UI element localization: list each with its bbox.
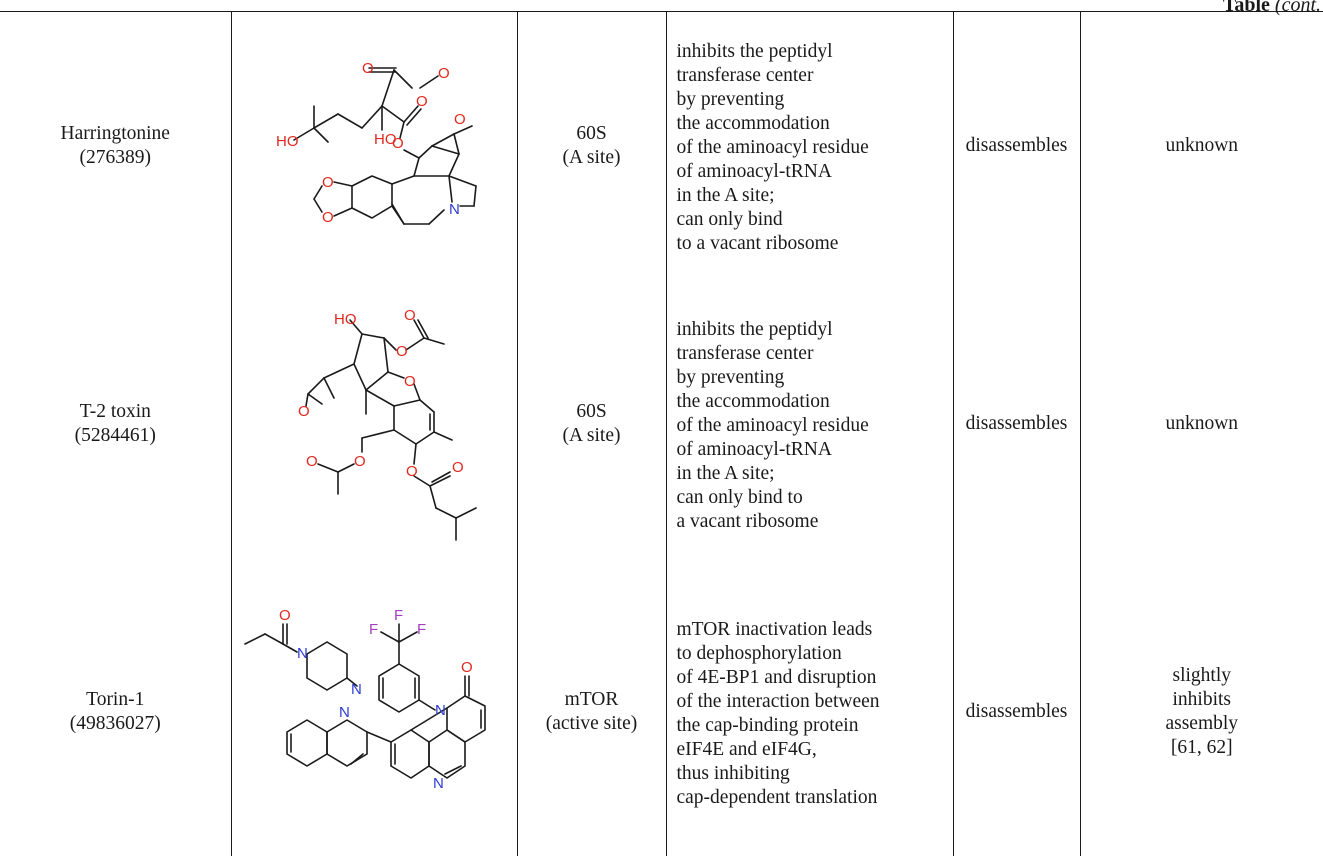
svg-text:HO: HO xyxy=(374,131,397,148)
svg-text:N: N xyxy=(339,704,350,721)
svg-text:O: O xyxy=(461,659,473,676)
torin1-structure-icon: O N N F F F O N N N xyxy=(244,607,486,792)
table-top-rule xyxy=(0,11,1323,12)
svg-text:F: F xyxy=(369,621,378,638)
table-row: T-2 toxin (5284461) xyxy=(0,280,1323,568)
svg-text:N: N xyxy=(433,775,444,792)
svg-text:HO: HO xyxy=(276,133,299,150)
assembly-effect-cell: unknown xyxy=(1079,280,1323,568)
svg-text:O: O xyxy=(322,209,334,226)
target-cell: 60S (A site) xyxy=(516,280,666,568)
structure-cell: O O HO HO O O O N O O xyxy=(230,12,517,280)
effect-cell: disassembles xyxy=(952,568,1080,856)
svg-text:N: N xyxy=(351,681,362,698)
svg-text:O: O xyxy=(406,463,418,480)
assembly-effect-cell: unknown xyxy=(1079,12,1323,280)
svg-text:N: N xyxy=(435,702,446,719)
svg-text:O: O xyxy=(322,174,334,191)
svg-text:O: O xyxy=(404,307,416,324)
svg-text:O: O xyxy=(396,343,408,360)
svg-text:F: F xyxy=(417,621,426,638)
svg-text:O: O xyxy=(306,453,318,470)
compound-name-cell: Torin-1 (49836027) xyxy=(69,689,161,734)
effect-cell: disassembles xyxy=(952,12,1080,280)
svg-text:O: O xyxy=(416,93,428,110)
svg-text:O: O xyxy=(404,373,416,390)
svg-text:N: N xyxy=(449,201,460,218)
svg-text:O: O xyxy=(452,459,464,476)
target-cell: 60S (A site) xyxy=(516,12,666,280)
svg-text:O: O xyxy=(354,453,366,470)
compound-name-cell: T-2 toxin (5284461) xyxy=(74,401,156,446)
compound-name-cell: Harringtonine (276389) xyxy=(60,123,170,168)
structure-cell: HO O O O O O O O O xyxy=(230,280,517,568)
assembly-effect-cell: slightly inhibits assembly [61, 62] xyxy=(1079,568,1323,856)
svg-text:O: O xyxy=(298,403,310,420)
structure-cell: O N N F F F O N N N xyxy=(230,568,517,856)
table-row: Torin-1 (49836027) xyxy=(0,568,1323,856)
svg-text:O: O xyxy=(438,65,450,82)
harringtonine-structure-icon: O O HO HO O O O N O O xyxy=(276,60,477,226)
svg-text:O: O xyxy=(362,60,374,77)
t2-toxin-structure-icon: HO O O O O O O O O xyxy=(298,307,477,541)
target-cell: mTOR (active site) xyxy=(516,568,666,856)
effect-cell: disassembles xyxy=(952,280,1080,568)
svg-text:HO: HO xyxy=(334,311,357,328)
svg-text:F: F xyxy=(394,607,403,624)
svg-text:N: N xyxy=(297,645,308,662)
svg-text:O: O xyxy=(454,111,466,128)
compound-table: Harringtonine (276389) xyxy=(0,12,1323,856)
svg-text:O: O xyxy=(279,607,291,624)
svg-text:O: O xyxy=(392,135,404,152)
table-row: Harringtonine (276389) xyxy=(0,12,1323,280)
